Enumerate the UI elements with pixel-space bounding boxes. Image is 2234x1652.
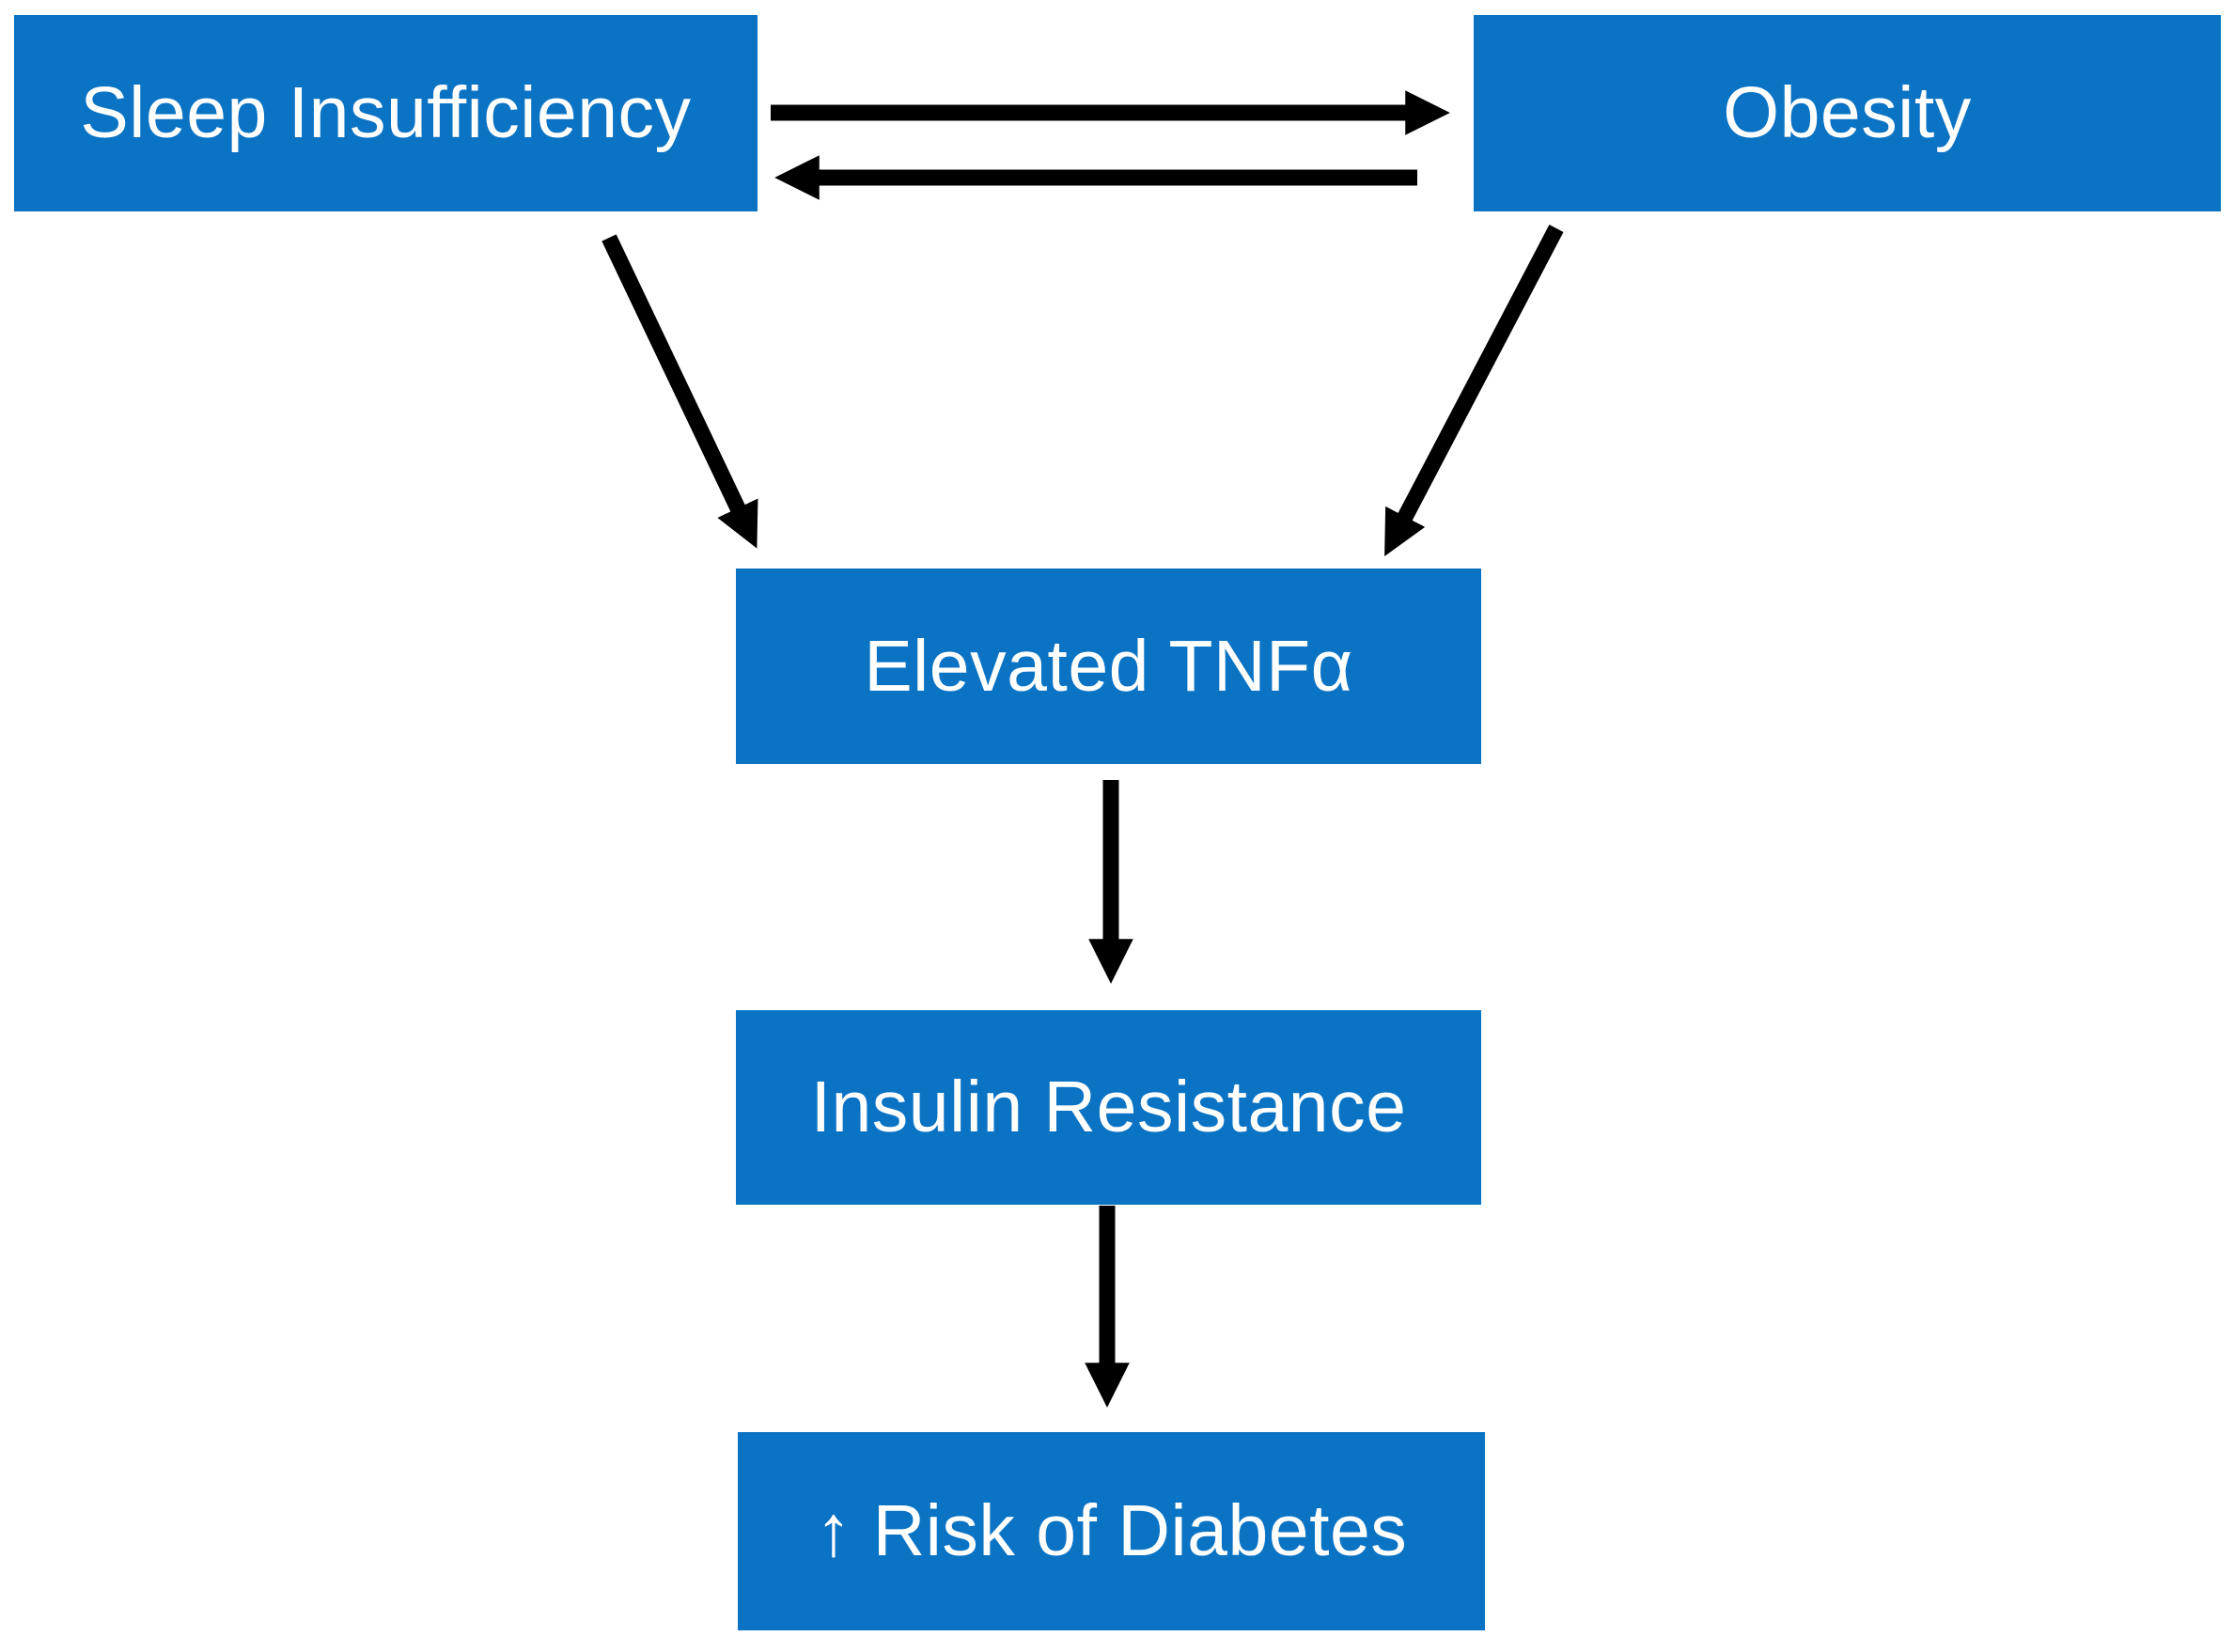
node-sleep-insufficiency-label: Sleep Insufficiency	[80, 72, 692, 153]
node-insulin-resistance: Insulin Resistance	[736, 1010, 1481, 1205]
up-arrow-icon: ↑	[815, 1490, 852, 1571]
arrow-sleep-to-tnf	[601, 234, 758, 549]
node-insulin-resistance-label: Insulin Resistance	[810, 1067, 1407, 1147]
node-elevated-tnf-alpha: Elevated TNFα	[736, 569, 1481, 764]
node-sleep-insufficiency: Sleep Insufficiency	[14, 15, 758, 211]
node-obesity-label: Obesity	[1723, 72, 1972, 153]
node-risk-of-diabetes-label: Risk of Diabetes	[872, 1490, 1408, 1571]
arrow-obesity-to-tnf	[1384, 225, 1564, 556]
node-obesity: Obesity	[1474, 15, 2221, 211]
node-risk-of-diabetes: ↑ Risk of Diabetes	[738, 1432, 1485, 1630]
node-elevated-tnf-alpha-label: Elevated TNFα	[864, 625, 1353, 707]
